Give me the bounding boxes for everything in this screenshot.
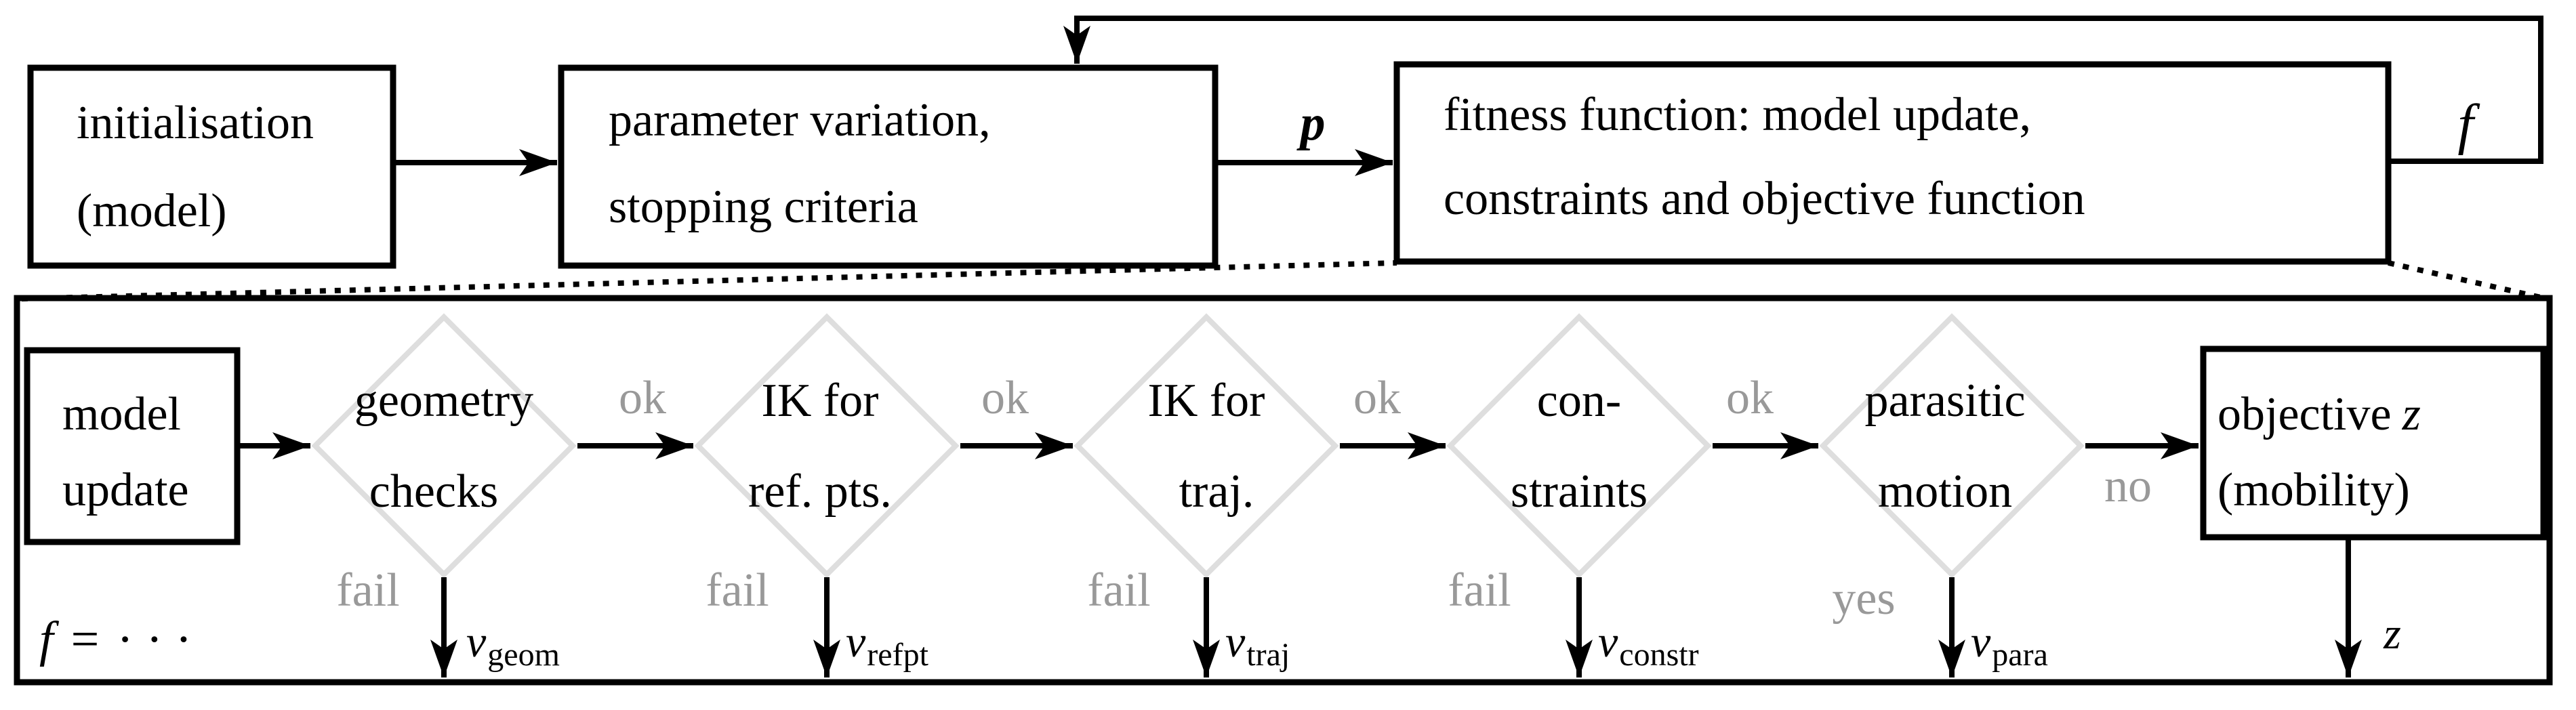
fitness-box-line2: constraints and objective function (1444, 173, 2085, 225)
init-box-border (27, 64, 396, 269)
model-update-line1: model (62, 388, 181, 440)
v-subscript: refpt (867, 637, 928, 673)
v-symbol: v (846, 617, 866, 667)
param-box-border (558, 64, 1219, 269)
fail-label-ik-ref: fail (706, 564, 769, 617)
parasitic-motion-diamond (1819, 313, 2085, 579)
pass-label-parasitic: no (2104, 460, 2152, 512)
penalty-label-vpara: vpara (1971, 617, 2048, 671)
penalty-label-vgeom: vgeom (466, 617, 560, 671)
f-equation-dots: · · · (117, 612, 192, 667)
constraints-line2: straints (1510, 465, 1648, 518)
init-box-line2: (model) (77, 185, 227, 237)
v-symbol: v (1598, 617, 1618, 667)
v-subscript: traj (1246, 637, 1290, 673)
p-signal-label: p (1300, 96, 1326, 151)
fail-label-parasitic: yes (1832, 572, 1896, 625)
z-output-label: z (2384, 609, 2401, 659)
pass-label-constraints: ok (1726, 372, 1774, 424)
geometry-checks-line1: geometry (354, 375, 534, 427)
model-update-box-border (24, 347, 241, 545)
detail-panel-border (14, 295, 2553, 686)
v-subscript: constr (1619, 637, 1699, 673)
fail-label-constraints: fail (1448, 564, 1511, 617)
ik-traj-line1: IK for (1147, 375, 1265, 427)
callout-dotted-line-right (2388, 260, 2548, 301)
ik-ref-pts-line2: ref. pts. (748, 465, 892, 518)
fail-label-geometry: fail (336, 564, 400, 617)
objective-box-line2: (mobility) (2217, 464, 2410, 516)
v-subscript: para (1992, 637, 2048, 673)
ik-ref-pts-line1: IK for (761, 375, 879, 427)
pass-label-geometry: ok (619, 372, 666, 424)
parasitic-motion-line2: motion (1877, 465, 2013, 518)
param-box-line1: parameter variation, (609, 94, 991, 146)
parasitic-motion-line1: parasitic (1864, 375, 2026, 427)
arrow-feedback-f-loop (1063, 16, 2543, 164)
f-equation-lhs: f (39, 612, 54, 667)
objective-z-symbol: z (2402, 388, 2421, 440)
model-update-line2: update (62, 464, 189, 516)
penalty-label-vtraj: vtraj (1225, 617, 1290, 671)
ik-traj-line2: traj. (1179, 465, 1254, 518)
geometry-checks-diamond (311, 313, 577, 579)
ik-traj-diamond (1074, 313, 1339, 579)
v-symbol: v (1971, 617, 1991, 667)
f-equation-equals: = (70, 612, 100, 667)
constraints-line1: con- (1536, 375, 1622, 427)
callout-dotted-line-left (21, 260, 1397, 301)
objective-box-border (2200, 346, 2547, 541)
v-symbol: v (466, 617, 487, 667)
constraints-diamond (1446, 313, 1712, 579)
penalty-label-vrefpt: vrefpt (846, 617, 928, 671)
v-symbol: v (1225, 617, 1246, 667)
geometry-checks-line2: checks (369, 465, 499, 518)
ik-ref-pts-diamond (694, 313, 960, 579)
param-box-line2: stopping criteria (609, 181, 918, 233)
penalty-label-vconstr: vconstr (1598, 617, 1699, 671)
pass-label-ik-ref: ok (981, 372, 1029, 424)
f-equation: f = · · · (39, 614, 192, 665)
fitness-box-line1: fitness function: model update, (1444, 89, 2032, 141)
v-subscript: geom (487, 637, 560, 673)
init-box-line1: initialisation (77, 97, 314, 149)
f-signal-label: f (2457, 93, 2474, 156)
fail-label-ik-traj: fail (1087, 564, 1151, 617)
objective-text: objective (2217, 388, 2392, 440)
pass-label-ik-traj: ok (1353, 372, 1401, 424)
